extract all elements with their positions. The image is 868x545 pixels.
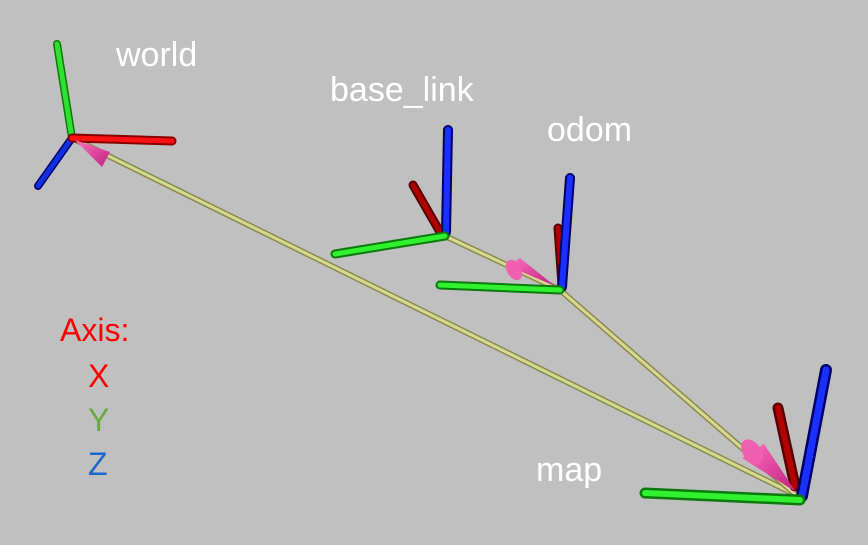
frame-axes-map [639, 364, 832, 506]
legend-title: Axis: [60, 312, 130, 348]
frame-label-odom: odom [547, 111, 633, 149]
legend-x-label: X [88, 358, 110, 394]
frame-label-world: world [116, 36, 198, 74]
legend-y-label: Y [88, 402, 110, 438]
tf-connectors [69, 135, 798, 497]
legend-z-label: Z [88, 446, 108, 482]
odom-arrow-head [508, 258, 555, 286]
frame-axes-world [34, 40, 177, 190]
world-arrow-head [75, 140, 110, 167]
frame-axes-odom [435, 173, 575, 295]
frame-label-map: map [536, 451, 603, 489]
frame-label-base-link: base_link [330, 71, 474, 109]
frame-axes-base-link [330, 125, 453, 259]
